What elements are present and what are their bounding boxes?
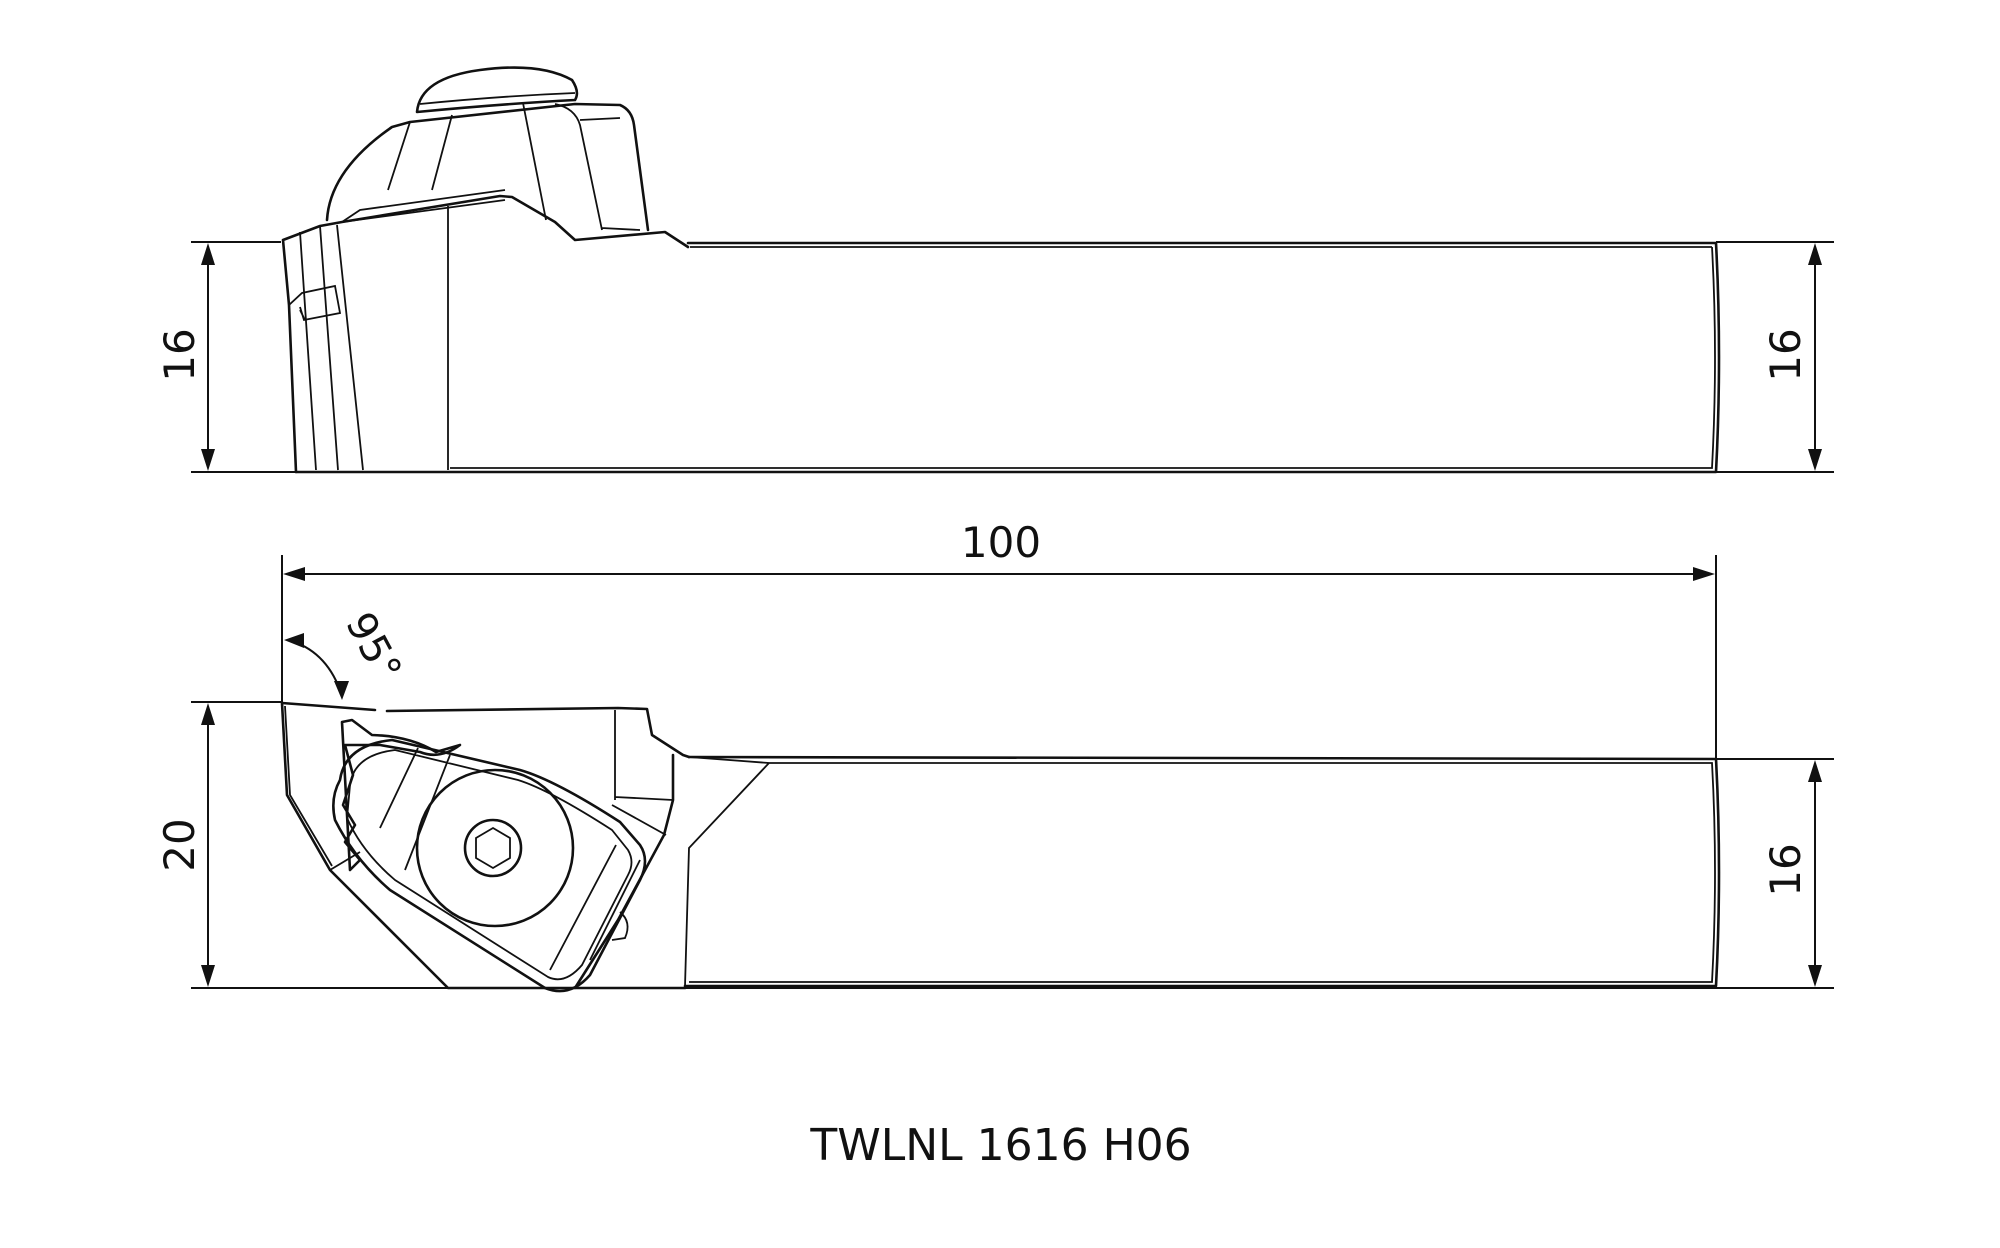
approach-angle-label: 95°	[336, 605, 410, 689]
head-width-label: 20	[155, 818, 204, 871]
head-top	[280, 701, 691, 993]
dimension-shank-width	[1716, 758, 1834, 987]
dimension-right-side	[1716, 241, 1834, 473]
dimension-head-width	[191, 701, 1834, 989]
side-view: 16 16	[155, 66, 1834, 474]
shank-side	[294, 241, 1721, 474]
approach-angle-dimension	[284, 633, 349, 700]
shank-width-label: 16	[1761, 843, 1810, 896]
top-view: 100 95° 20 16	[155, 518, 1834, 993]
overall-length-label: 100	[961, 518, 1041, 567]
dimension-overall-length	[281, 555, 1717, 759]
head-side	[281, 66, 690, 474]
drawing-title: TWLNL 1616 H06	[809, 1120, 1191, 1171]
side-right-height-label: 16	[1761, 328, 1810, 381]
shank-top	[683, 755, 1721, 988]
dimension-left-side	[191, 241, 296, 473]
side-left-height-label: 16	[155, 328, 204, 381]
